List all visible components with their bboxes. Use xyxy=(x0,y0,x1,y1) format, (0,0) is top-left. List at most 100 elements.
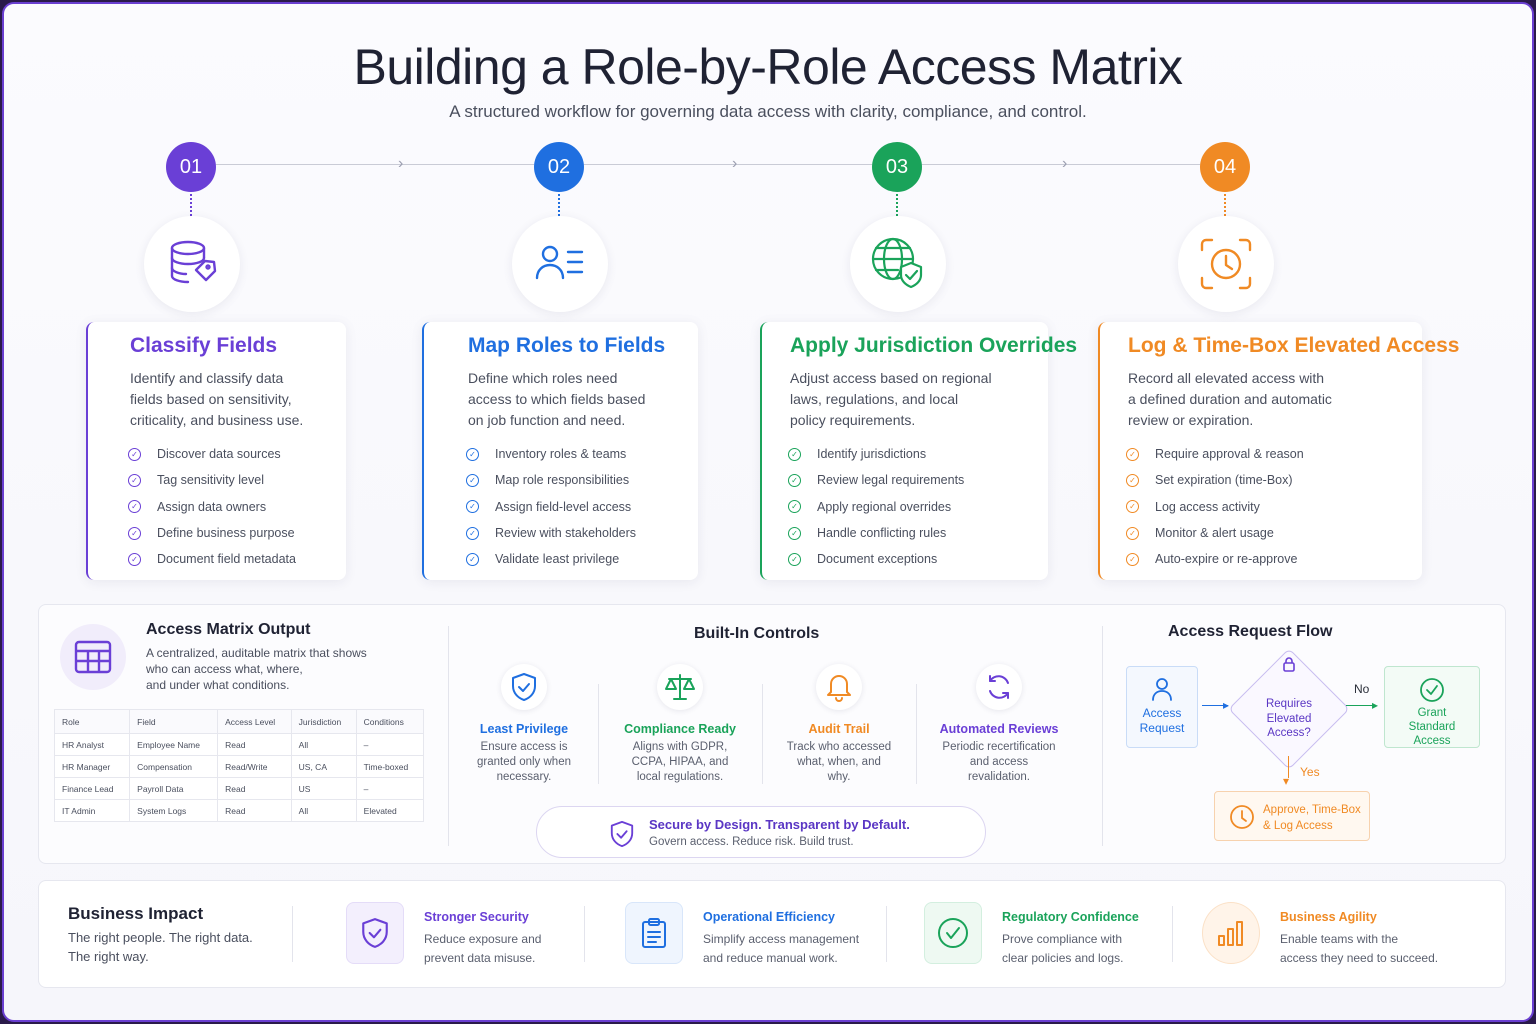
step-title: Apply Jurisdiction Overrides xyxy=(790,334,1078,357)
step-badge: 03 xyxy=(872,142,922,192)
checklist-item: ✓Assign data owners xyxy=(128,494,326,520)
timeline-connector xyxy=(216,164,534,165)
step-title: Log & Time-Box Elevated Access xyxy=(1128,334,1460,357)
check-circle-icon: ✓ xyxy=(1126,473,1139,487)
check-circle-icon: ✓ xyxy=(788,447,801,461)
matrix-description: A centralized, auditable matrix that sho… xyxy=(146,646,367,692)
step-badge: 04 xyxy=(1200,142,1250,192)
check-circle-icon: ✓ xyxy=(466,500,479,514)
divider xyxy=(1172,906,1173,962)
divider xyxy=(292,906,293,962)
checklist-item: ✓Identify jurisdictions xyxy=(788,441,1028,467)
shield-check-icon xyxy=(346,902,404,964)
refresh-icon xyxy=(976,664,1022,710)
secure-by-design-banner: Secure by Design. Transparent by Default… xyxy=(536,806,986,858)
checklist-item: ✓Handle conflicting rules xyxy=(788,520,1028,546)
timeline-connector xyxy=(584,164,872,165)
divider xyxy=(1102,626,1103,846)
business-impact-panel xyxy=(38,880,1506,988)
checklist-item: ✓Map role responsibilities xyxy=(466,467,678,493)
checklist-item: ✓Set expiration (time-Box) xyxy=(1126,467,1402,493)
checklist-item: ✓Tag sensitivity level xyxy=(128,467,326,493)
chevron-right-icon: › xyxy=(1062,155,1068,172)
globe-shield-icon xyxy=(850,216,946,312)
impact-tagline: The right people. The right data.The rig… xyxy=(68,930,253,964)
check-circle-icon: ✓ xyxy=(788,473,801,487)
checklist-item: ✓Auto-expire or re-approve xyxy=(1126,546,1402,572)
banner-title: Secure by Design. Transparent by Default… xyxy=(649,816,910,832)
arrow-right-icon: ▸ xyxy=(1223,698,1230,712)
check-circle-icon xyxy=(924,902,982,964)
shield-check-icon xyxy=(609,820,635,853)
checklist-item: ✓Document field metadata xyxy=(128,546,326,572)
check-circle-icon: ✓ xyxy=(466,447,479,461)
scales-icon xyxy=(657,664,703,710)
flow-no-label: No xyxy=(1354,682,1370,696)
check-circle-icon: ✓ xyxy=(128,500,141,514)
step-badge: 01 xyxy=(166,142,216,192)
flow-title: Access Request Flow xyxy=(1168,623,1333,640)
step-card-classify: Classify Fields Identify and classify da… xyxy=(86,322,346,580)
check-circle-icon: ✓ xyxy=(1126,552,1139,566)
checklist-item: ✓Validate least privilege xyxy=(466,546,678,572)
checklist-item: ✓Review with stakeholders xyxy=(466,520,678,546)
chevron-right-icon: › xyxy=(732,155,738,172)
check-circle-icon: ✓ xyxy=(788,526,801,540)
flow-approve-timebox: Approve, Time-Box& Log Access xyxy=(1214,791,1370,841)
check-circle-icon: ✓ xyxy=(128,526,141,540)
check-circle-icon: ✓ xyxy=(1126,500,1139,514)
flow-arrow xyxy=(1346,705,1376,706)
checklist-item: ✓Assign field-level access xyxy=(466,494,678,520)
arrow-right-icon: ▸ xyxy=(1372,698,1379,712)
banner-subtitle: Govern access. Reduce risk. Build trust. xyxy=(649,835,854,848)
bar-chart-icon xyxy=(1202,902,1260,964)
checklist-item: ✓Define business purpose xyxy=(128,520,326,546)
flow-yes-label: Yes xyxy=(1300,765,1320,779)
step-card-time-box: Log & Time-Box Elevated Access Record al… xyxy=(1098,322,1460,580)
arrow-down-icon: ▾ xyxy=(1283,774,1290,788)
checklist-item: ✓Review legal requirements xyxy=(788,467,1028,493)
user-list-icon xyxy=(512,216,608,312)
check-circle-icon: ✓ xyxy=(788,552,801,566)
shield-check-icon xyxy=(501,664,547,710)
page-subtitle: A structured workflow for governing data… xyxy=(449,102,1087,121)
checklist-item: ✓Discover data sources xyxy=(128,441,326,467)
divider xyxy=(916,684,917,784)
checklist-item: ✓Log access activity xyxy=(1126,494,1402,520)
database-tag-icon xyxy=(144,216,240,312)
checklist-item: ✓Require approval & reason xyxy=(1126,441,1402,467)
check-circle-icon: ✓ xyxy=(1126,526,1139,540)
checklist-item: ✓Inventory roles & teams xyxy=(466,441,678,467)
control-compliance: Compliance Ready Aligns with GDPR,CCPA, … xyxy=(605,664,755,785)
flow-arrow xyxy=(1202,705,1228,706)
checklist-item: ✓Document exceptions xyxy=(788,546,1028,572)
check-circle-icon: ✓ xyxy=(128,447,141,461)
divider xyxy=(448,626,449,846)
step-title: Classify Fields xyxy=(130,334,278,357)
divider xyxy=(886,906,887,962)
check-circle-icon: ✓ xyxy=(466,526,479,540)
check-circle-icon: ✓ xyxy=(466,552,479,566)
dotted-connector xyxy=(558,194,560,216)
lock-icon xyxy=(1246,656,1332,677)
step-card-map-roles: Map Roles to Fields Define which roles n… xyxy=(422,322,698,580)
dotted-connector xyxy=(896,194,898,216)
step-badge: 02 xyxy=(534,142,584,192)
divider xyxy=(584,906,585,962)
step-title: Map Roles to Fields xyxy=(468,334,666,357)
check-circle-icon: ✓ xyxy=(128,473,141,487)
check-circle-icon: ✓ xyxy=(1126,447,1139,461)
